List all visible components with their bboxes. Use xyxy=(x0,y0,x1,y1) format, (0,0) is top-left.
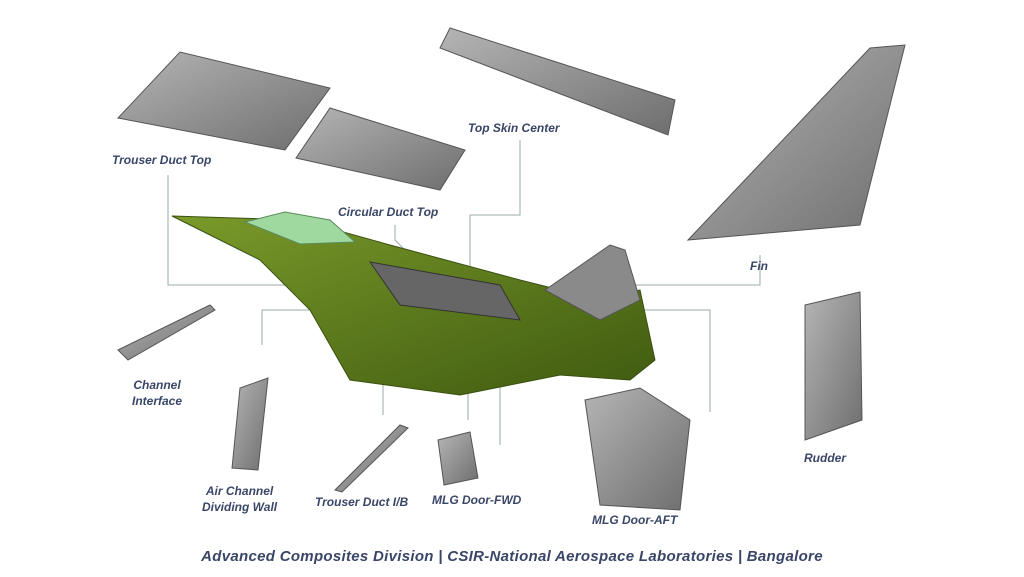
label-mlg-door-fwd: MLG Door-FWD xyxy=(432,493,522,507)
aircraft-exposed-structure xyxy=(368,261,521,321)
label-top-skin-center: Top Skin Center xyxy=(468,121,560,135)
circular-duct-top-part xyxy=(295,107,466,191)
mlg-door-aft-part xyxy=(584,387,691,511)
label-circular-duct-top: Circular Duct Top xyxy=(338,205,439,219)
footer-credit: Advanced Composites Division | CSIR-Nati… xyxy=(201,548,823,565)
aircraft-canopy xyxy=(243,211,357,245)
fin-part xyxy=(686,44,906,241)
label-trouser-duct-top: Trouser Duct Top xyxy=(112,153,212,167)
trouser-duct-ib-part xyxy=(334,424,409,493)
label-channel-interface: Channel Interface xyxy=(132,378,183,408)
top-skin-center-part xyxy=(439,27,676,136)
aircraft-fin xyxy=(544,244,641,321)
rudder-part xyxy=(804,291,863,441)
mlg-door-fwd-part xyxy=(437,431,479,486)
label-mlg-door-aft: MLG Door-AFT xyxy=(592,513,678,527)
label-rudder: Rudder xyxy=(804,451,846,465)
label-air-channel-dividing-wall: Air Channel Dividing Wall xyxy=(202,484,278,514)
channel-interface-part xyxy=(117,304,216,361)
label-trouser-duct-ib: Trouser Duct I/B xyxy=(315,495,409,509)
air-channel-dividing-wall-part xyxy=(231,377,269,471)
label-fin: Fin xyxy=(750,259,768,273)
trouser-duct-top-part xyxy=(117,51,331,151)
